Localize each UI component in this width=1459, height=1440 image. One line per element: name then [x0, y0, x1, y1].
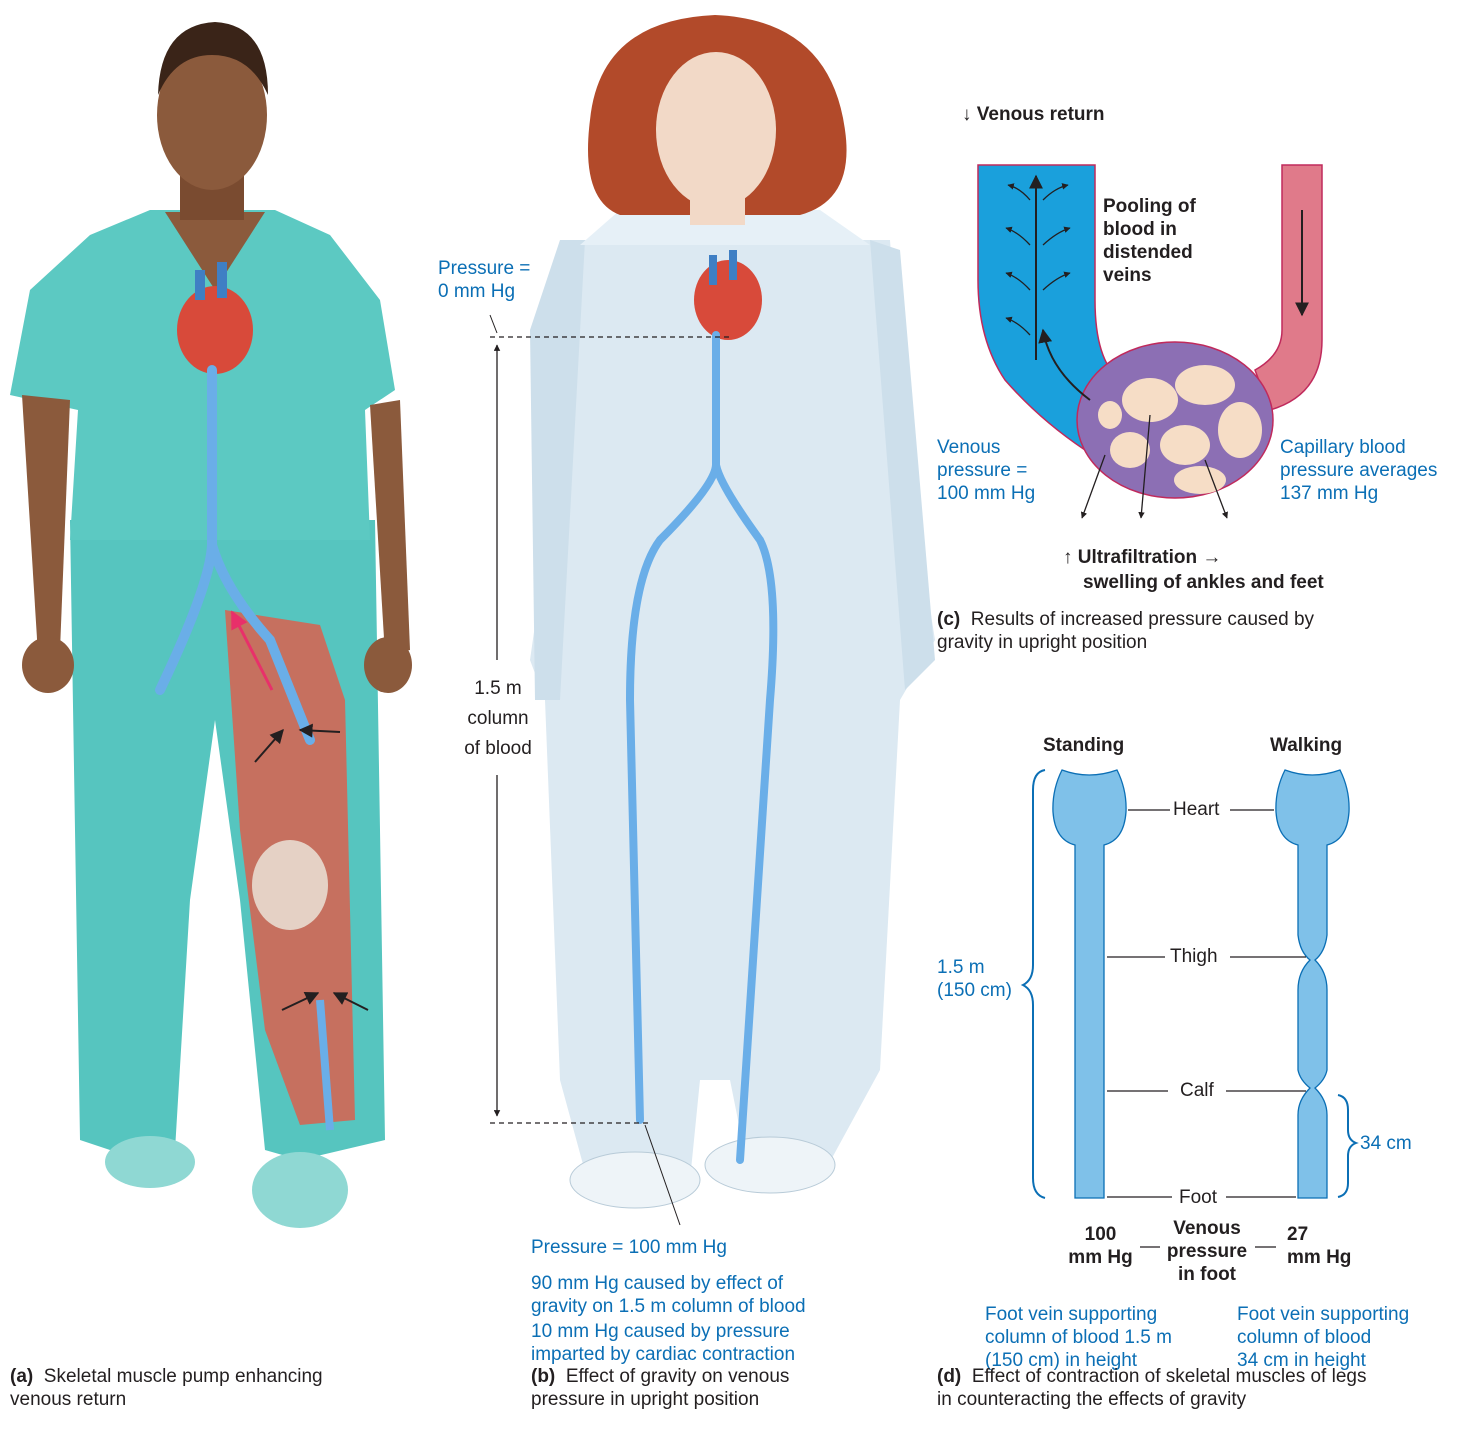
- column-line1: 1.5 m: [474, 678, 522, 699]
- calf-level-label: Calf: [1180, 1079, 1214, 1102]
- pooling-label: Pooling of blood in distended veins: [1103, 195, 1196, 287]
- caption-c-line1: Results of increased pressure caused by: [971, 609, 1314, 630]
- tall-height-label: 1.5 m (150 cm): [937, 956, 1012, 1002]
- cardiac-note-line1: 10 mm Hg caused by pressure: [531, 1321, 790, 1342]
- gravity-note-line2: gravity on 1.5 m column of blood: [531, 1296, 806, 1317]
- gravity-note: 90 mm Hg caused by effect of gravity on …: [531, 1272, 806, 1318]
- caption-b-line1: Effect of gravity on venous: [566, 1366, 790, 1387]
- walking-foot-note-line1: Foot vein supporting: [1237, 1304, 1409, 1325]
- capillary-pressure-label: Capillary blood pressure averages 137 mm…: [1280, 436, 1437, 505]
- capillary-line3: 137 mm Hg: [1280, 483, 1378, 504]
- caption-b-letter: (b): [531, 1366, 555, 1387]
- walking-pressure-label: 27 mm Hg: [1287, 1223, 1351, 1269]
- caption-d: (d) Effect of contraction of skeletal mu…: [937, 1365, 1366, 1411]
- foot-level-label: Foot: [1179, 1186, 1217, 1209]
- short-brace: [1338, 1095, 1356, 1197]
- venous-pressure-line3: 100 mm Hg: [937, 483, 1035, 504]
- caption-c: (c) Results of increased pressure caused…: [937, 608, 1314, 654]
- caption-d-letter: (d): [937, 1366, 961, 1387]
- tall-height-line2: (150 cm): [937, 980, 1012, 1001]
- level-lines: [1107, 810, 1306, 1247]
- pressure-top-label: Pressure = 0 mm Hg: [438, 257, 530, 303]
- ultrafiltration-label: ↑ Ultrafiltration → swelling of ankles a…: [1063, 545, 1324, 595]
- pressure-top-line1: Pressure =: [438, 258, 530, 279]
- ultrafiltration-line1: ↑ Ultrafiltration →: [1063, 547, 1221, 568]
- pressure-leader-top: [490, 315, 497, 333]
- standing-heading: Standing: [1043, 734, 1124, 757]
- pressure-top-line2: 0 mm Hg: [438, 281, 515, 302]
- venous-pressure-label: Venous pressure = 100 mm Hg: [937, 436, 1035, 505]
- pressure-bottom-label: Pressure = 100 mm Hg: [531, 1236, 727, 1259]
- walking-foot-note: Foot vein supporting column of blood 34 …: [1237, 1303, 1409, 1372]
- cardiac-note: 10 mm Hg caused by pressure imparted by …: [531, 1320, 795, 1366]
- heart-level-label: Heart: [1173, 798, 1219, 821]
- capillary-line1: Capillary blood: [1280, 437, 1406, 458]
- standing-pressure-label: 100 mm Hg: [1058, 1223, 1143, 1269]
- walking-pressure-line1: 27: [1287, 1224, 1308, 1245]
- capillary-line2: pressure averages: [1280, 460, 1437, 481]
- caption-a-line1: Skeletal muscle pump enhancing: [44, 1366, 323, 1387]
- walking-foot-note-line2: column of blood: [1237, 1327, 1371, 1348]
- venous-return-label: ↓ Venous return: [962, 103, 1105, 126]
- standing-foot-note-line1: Foot vein supporting: [985, 1304, 1157, 1325]
- standing-vein-column: [1053, 770, 1126, 1198]
- tall-height-line1: 1.5 m: [937, 957, 985, 978]
- caption-c-letter: (c): [937, 609, 960, 630]
- caption-d-line1: Effect of contraction of skeletal muscle…: [972, 1366, 1367, 1387]
- caption-c-line2: gravity in upright position: [937, 632, 1147, 653]
- standing-pressure-line1: 100: [1085, 1224, 1117, 1245]
- short-height-label: 34 cm: [1360, 1132, 1412, 1155]
- venous-pressure-foot-line1: Venous: [1173, 1218, 1241, 1239]
- thigh-level-label: Thigh: [1170, 945, 1218, 968]
- caption-b: (b) Effect of gravity on venous pressure…: [531, 1365, 789, 1411]
- gravity-note-line1: 90 mm Hg caused by effect of: [531, 1273, 783, 1294]
- cardiac-note-line2: imparted by cardiac contraction: [531, 1344, 795, 1365]
- woman-figure: [530, 15, 935, 1208]
- standing-pressure-line2: mm Hg: [1068, 1247, 1132, 1268]
- walking-pressure-line2: mm Hg: [1287, 1247, 1351, 1268]
- venous-pressure-foot-line3: in foot: [1178, 1264, 1236, 1285]
- walking-vein-column: [1276, 770, 1349, 1198]
- ultrafiltration-line2: swelling of ankles and feet: [1063, 572, 1324, 593]
- column-label: 1.5 m column of blood: [448, 674, 548, 764]
- pooling-line3: distended: [1103, 242, 1193, 263]
- venous-pressure-line1: Venous: [937, 437, 1000, 458]
- walking-heading: Walking: [1270, 734, 1342, 757]
- caption-a-letter: (a): [10, 1366, 33, 1387]
- venous-pressure-foot-label: Venous pressure in foot: [1158, 1217, 1256, 1286]
- caption-a-line2: venous return: [10, 1389, 126, 1410]
- standing-foot-note-line2: column of blood 1.5 m: [985, 1327, 1172, 1348]
- pooling-line4: veins: [1103, 265, 1152, 286]
- pooling-line2: blood in: [1103, 219, 1177, 240]
- venous-pressure-line2: pressure =: [937, 460, 1027, 481]
- pooling-line1: Pooling of: [1103, 196, 1196, 217]
- caption-b-line2: pressure in upright position: [531, 1389, 759, 1410]
- venous-pressure-foot-line2: pressure: [1167, 1241, 1247, 1262]
- column-line3: of blood: [464, 738, 532, 759]
- man-figure: [10, 22, 412, 1228]
- tall-brace: [1023, 770, 1045, 1198]
- caption-d-line2: in counteracting the effects of gravity: [937, 1389, 1246, 1410]
- column-line2: column: [467, 708, 528, 729]
- caption-a: (a) Skeletal muscle pump enhancing venou…: [10, 1365, 323, 1411]
- standing-foot-note: Foot vein supporting column of blood 1.5…: [985, 1303, 1172, 1372]
